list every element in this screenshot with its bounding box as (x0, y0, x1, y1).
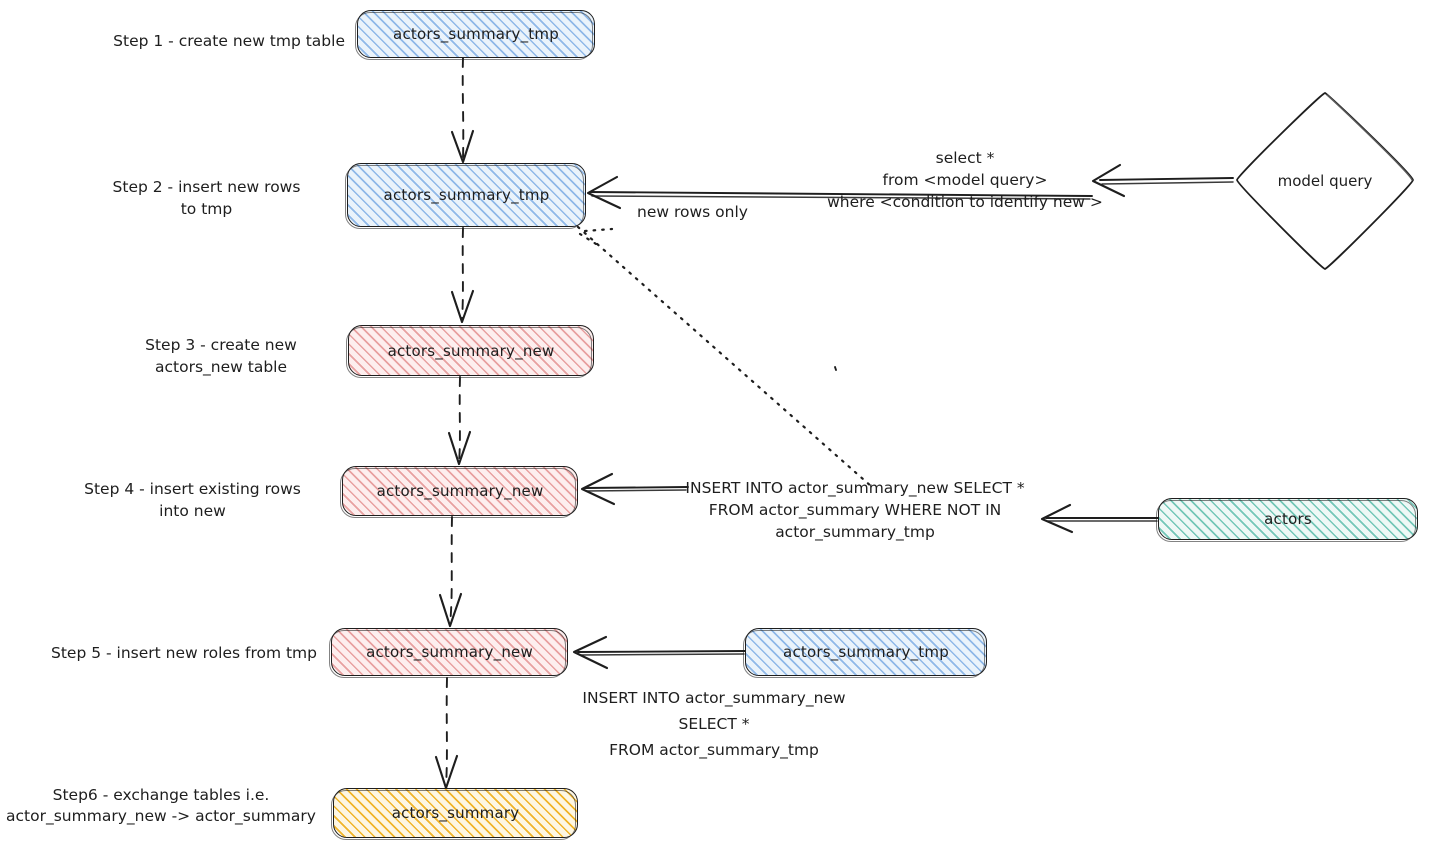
connector-step2-to-step3 (450, 227, 475, 324)
connector-step4-to-step5 (438, 516, 463, 628)
node-new-step3[interactable]: actors_summary_new (346, 325, 594, 378)
annotation-new-rows-only: new rows only (637, 203, 748, 221)
annotation-model-sql-line3: where <condition to identify new > (827, 193, 1103, 211)
connector-step3-to-step4 (447, 376, 472, 466)
annotation-step4-sql-line2: FROM actor_summary WHERE NOT IN (708, 501, 1002, 519)
node-label: actors (1264, 510, 1312, 528)
connector-step5-to-final (434, 677, 459, 790)
step-label-3-line1: Step 3 - create new (145, 336, 297, 354)
node-label: actors_summary_tmp (383, 186, 550, 204)
connector-step2-to-step4sql (576, 225, 874, 489)
node-label: actors_summary_new (376, 482, 544, 500)
node-tmp-step2[interactable]: actors_summary_tmp (345, 163, 586, 229)
annotation-model-sql-line1: select * (935, 149, 995, 167)
step-label-4-line2: into new (159, 502, 226, 520)
annotation-step5-sql-line1: INSERT INTO actor_summary_new (582, 689, 846, 707)
node-tmp-step5[interactable]: actors_summary_tmp (743, 628, 987, 678)
step-label-2-line2: to tmp (180, 200, 233, 218)
node-label: actors_summary (391, 804, 520, 822)
annotation-step4-sql-line1: INSERT INTO actor_summary_new SELECT * (685, 479, 1025, 497)
node-label: model query (1277, 172, 1373, 190)
node-actors-summary-final[interactable]: actors_summary (331, 788, 578, 840)
node-model-query[interactable]: model query (1232, 88, 1418, 274)
diamond-shape (1236, 92, 1414, 270)
step-label-6-line1: Step6 - exchange tables i.e. (52, 786, 270, 804)
step-label-1: Step 1 - create new tmp table (113, 32, 345, 50)
node-label: actors_summary_tmp (393, 25, 559, 43)
connector-step4sql-to-step4 (580, 472, 689, 506)
node-tmp-step1[interactable]: actors_summary_tmp (355, 10, 595, 60)
node-new-step4[interactable]: actors_summary_new (340, 466, 578, 518)
connector-actors-to-step4sql (1040, 503, 1159, 534)
annotation-model-sql-line2: from <model query> (882, 171, 1048, 189)
node-actors[interactable]: actors (1156, 498, 1418, 542)
annotation-step5-sql-line2: SELECT * (678, 715, 750, 733)
step-label-4-line1: Step 4 - insert existing rows (84, 480, 301, 498)
step-label-6-line2: actor_summary_new -> actor_summary (6, 807, 316, 825)
node-label: actors_summary_new (366, 643, 533, 661)
annotation-step4-sql-line3: actor_summary_tmp (775, 523, 935, 541)
step-label-3-line2: actors_new table (155, 358, 287, 376)
step-label-2-line1: Step 2 - insert new rows (112, 178, 301, 196)
annotation-step5-sql-line3: FROM actor_summary_tmp (609, 741, 819, 759)
step-label-5: Step 5 - insert new roles from tmp (51, 644, 317, 662)
node-new-step5[interactable]: actors_summary_new (329, 628, 568, 678)
node-label: actors_summary_new (387, 341, 555, 360)
connector-tmpstep5-to-step5 (572, 635, 746, 670)
connector-step1-to-step2 (450, 57, 475, 164)
node-label: actors_summary_tmp (783, 643, 949, 661)
stray-ink-mark (834, 366, 837, 371)
